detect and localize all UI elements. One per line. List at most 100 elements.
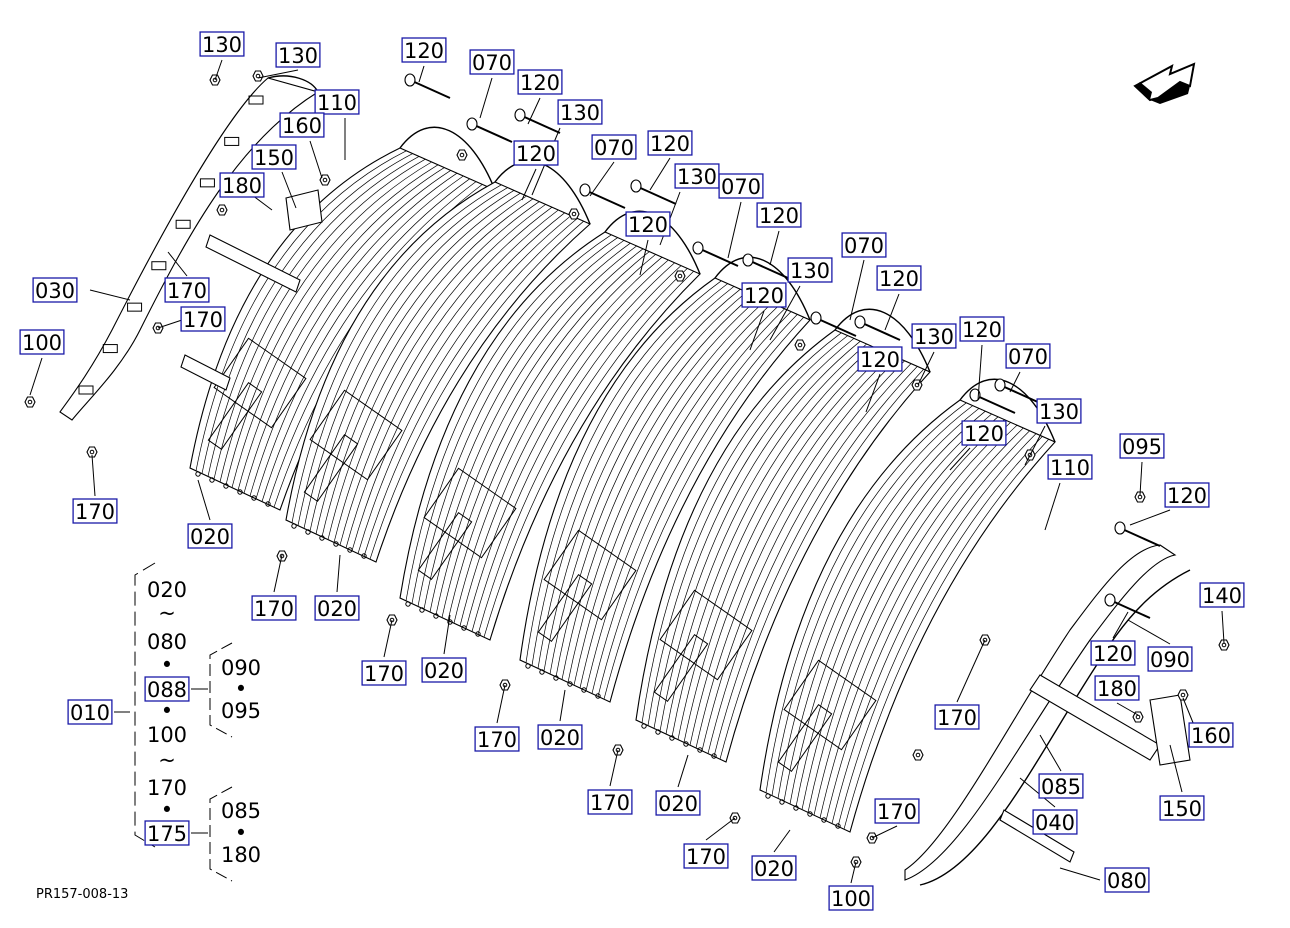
grille-section-020 — [635, 308, 931, 763]
plate-150 — [285, 189, 323, 231]
callout-label: 040 — [1035, 811, 1075, 835]
leader-line — [1044, 482, 1061, 531]
rivet-icon — [1104, 593, 1151, 619]
leader-line — [917, 351, 935, 386]
nut-icon — [1134, 491, 1146, 503]
callout-label: 070 — [844, 234, 884, 258]
part-callout: 095 — [1119, 433, 1165, 459]
part-callout: 130 — [199, 31, 245, 57]
leader-line — [1169, 744, 1183, 793]
leader-line — [559, 689, 566, 722]
callout-label: 120 — [962, 318, 1002, 342]
leader-line — [91, 454, 96, 497]
callout-label: 120 — [404, 39, 444, 63]
leader-line — [281, 171, 297, 209]
callout-label: 170 — [254, 597, 294, 621]
callout-label: 120 — [1093, 642, 1133, 666]
nut-icon — [24, 396, 36, 408]
tree-bullet: • — [235, 677, 247, 701]
tree-group-a-sub-item: 090 — [221, 656, 261, 680]
callout-label: 120 — [1167, 484, 1207, 508]
leader-line — [273, 554, 283, 593]
end-plate-slot — [151, 261, 167, 271]
nut-icon — [1132, 711, 1144, 723]
rivet-icon — [466, 117, 513, 143]
bracket-left — [205, 234, 301, 293]
callout-label: 110 — [1050, 456, 1090, 480]
part-callout: 070 — [1005, 343, 1051, 369]
part-callout: 120 — [625, 211, 671, 237]
rivet-icon — [630, 179, 677, 205]
callout-label: 170 — [364, 662, 404, 686]
grille-section-020 — [519, 256, 811, 703]
svg-text:175: 175 — [147, 822, 187, 846]
part-callout: 170 — [874, 798, 920, 824]
part-callout: 020 — [655, 790, 701, 816]
leader-line — [1112, 611, 1129, 639]
part-callout: 150 — [1159, 795, 1205, 821]
part-callout: 120 — [741, 282, 787, 308]
direction-arrow-icon — [1133, 62, 1196, 104]
leader-line — [1221, 610, 1225, 644]
part-callout: 170 — [474, 726, 520, 752]
callout-label: 120 — [879, 267, 919, 291]
leader-line — [1139, 461, 1143, 496]
part-callout: 170 — [683, 843, 729, 869]
rivet-icon — [810, 311, 857, 337]
leader-line — [1024, 425, 1046, 466]
leader-line — [89, 289, 131, 301]
callout-label: 070 — [1008, 345, 1048, 369]
end-plate-slot — [78, 385, 94, 395]
end-plate-slot — [199, 178, 215, 188]
tree-group-a-to: 080 — [147, 630, 187, 654]
end-plate-slot — [248, 95, 264, 105]
nut-icon — [568, 208, 580, 220]
callout-label: 120 — [744, 284, 784, 308]
leader-line — [1129, 509, 1171, 526]
leader-line — [29, 357, 43, 396]
callout-label: 170 — [477, 728, 517, 752]
callout-label: 140 — [1202, 584, 1242, 608]
leader-line — [705, 817, 736, 841]
callout-label: 170 — [686, 845, 726, 869]
leader-line — [496, 684, 506, 724]
leader-line — [521, 168, 537, 201]
leader-line — [527, 97, 541, 125]
grille-section-020 — [285, 160, 592, 563]
callout-label: 120 — [520, 71, 560, 95]
part-callout: 090 — [1147, 646, 1193, 672]
callout-label: 160 — [282, 114, 322, 138]
part-callout: 170 — [164, 277, 210, 303]
end-plate-030 — [59, 77, 320, 421]
callout-label: 070 — [472, 51, 512, 75]
callout-label: 130 — [790, 259, 830, 283]
rail-080 — [999, 809, 1075, 863]
leader-line — [257, 69, 299, 79]
leader-line — [1127, 619, 1171, 645]
callout-label: 090 — [1150, 648, 1190, 672]
part-callout: 040 — [1032, 809, 1078, 835]
part-callout: 120 — [961, 420, 1007, 446]
part-callout: 170 — [587, 789, 633, 815]
callout-label: 120 — [759, 204, 799, 228]
callout-label: 150 — [254, 146, 294, 170]
part-callout: 140 — [1199, 582, 1245, 608]
leader-line — [1039, 734, 1062, 772]
leader-line — [589, 161, 615, 197]
callout-label: 020 — [424, 659, 464, 683]
part-callout: 130 — [1036, 398, 1082, 424]
callout-label: 030 — [35, 279, 75, 303]
callout-label: 170 — [877, 800, 917, 824]
tree-group-b-sub-item: 180 — [221, 843, 261, 867]
tree-range-mark: ~ — [158, 601, 176, 625]
rivet-icon — [404, 73, 451, 99]
callout-label: 120 — [860, 348, 900, 372]
callout-label: 150 — [1162, 797, 1202, 821]
tree-group-b-to: 170 — [147, 776, 187, 800]
part-callout: 130 — [557, 99, 603, 125]
callout-label: 130 — [677, 165, 717, 189]
diagram-artwork — [24, 70, 1230, 886]
